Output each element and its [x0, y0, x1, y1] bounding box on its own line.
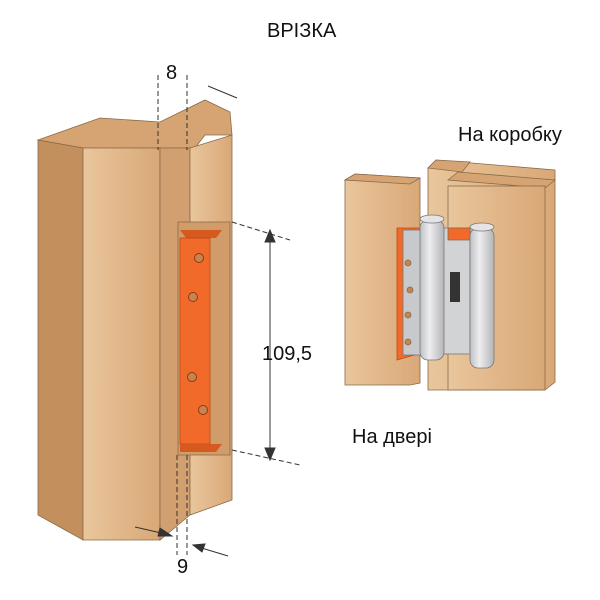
label-door: На двері — [352, 426, 432, 448]
hinge-plate — [179, 230, 222, 452]
screw-hole — [194, 253, 204, 263]
assembled-hinge-view — [343, 159, 557, 391]
dimension-bottom: 9 — [177, 556, 189, 578]
frame-front-face — [82, 147, 161, 541]
label-frame: На коробку — [458, 124, 562, 146]
hinge-logo — [450, 272, 460, 302]
frame-left-side — [37, 139, 84, 541]
title: ВРІЗКА — [267, 20, 337, 42]
screw-hole — [188, 292, 198, 302]
screw-hole — [198, 405, 208, 415]
dimension-top: 8 — [166, 62, 178, 84]
dimension-height: 109,5 — [262, 343, 313, 365]
dimension-lines — [134, 75, 301, 557]
frame-top-face — [36, 99, 233, 149]
screw-hole — [187, 372, 197, 382]
